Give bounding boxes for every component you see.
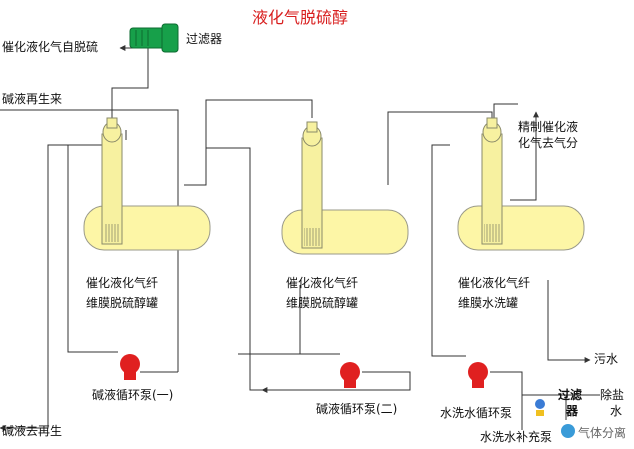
label-caustic-regen-in: 碱液再生来 [2,92,63,106]
label-makeup-pump: 水洗水补充泵 [480,430,553,444]
label-sewage: 污水 [594,352,619,366]
label-pump2: 碱液循环泵(二) [316,402,398,416]
tank-2 [281,121,409,255]
label-feed-in: 催化液化气自脱硫 [2,40,99,54]
label-desalted-2: 水 [610,404,623,418]
pipe-tank2-to-column3 [387,111,493,185]
label-product-line2: 化气去气分 [518,136,579,150]
label-tank1-line1: 催化液化气纤 [86,276,159,290]
label-tank2-line2: 维膜脱硫醇罐 [286,296,359,310]
diagram-title: 液化气脱硫醇 [252,8,349,27]
pipe-pump3-out [490,371,523,430]
pipe-sewage [547,280,591,363]
pump-3-icon [468,362,488,388]
filter-top-icon [129,23,179,53]
label-caustic-to-regen: 碱液去再生 [2,424,63,438]
tank-1 [83,117,211,251]
pipe-tank1-to-column2 [184,99,313,186]
label-filter-bottom-1: 过滤 [558,388,583,402]
label-filter-bottom-2: 器 [566,404,579,418]
label-pump1: 碱液循环泵(一) [92,388,174,402]
pipe-wash-loop [431,144,466,357]
label-tank1-line2: 维膜脱硫醇罐 [86,296,159,310]
pump-1-icon [120,354,140,380]
label-desalted-1: 除盐 [600,388,625,402]
pipe-caustic-to-regen [0,144,110,431]
pipe-pump2-out [261,371,411,393]
pipe-feed-to-column1 [111,48,149,120]
pipe-product-out [510,111,539,201]
pipe-product [493,103,518,124]
makeup-pump-icon [535,399,545,416]
watermark-text: 气体分离 [578,426,627,440]
label-product-line1: 精制催化液 [518,120,579,134]
label-tank3-line2: 维膜水洗罐 [458,296,519,310]
label-tank2-line1: 催化液化气纤 [286,276,359,290]
tank-3 [457,117,585,251]
label-pump3: 水洗水循环泵 [440,406,513,420]
pipe-tank1-bottom [67,145,118,353]
pipe-network [0,45,600,431]
watermark-logo-icon [561,424,575,438]
pump-2-icon [340,362,360,388]
label-filter-top: 过滤器 [186,32,223,46]
label-tank3-line1: 催化液化气纤 [458,276,531,290]
pipe-caustic-regen-in [0,109,179,372]
